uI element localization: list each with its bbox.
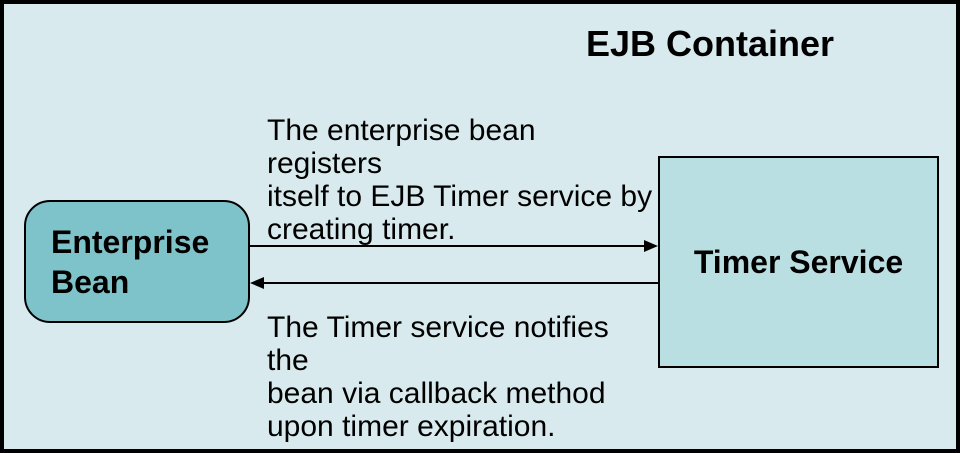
notify-note-line: bean via callback method xyxy=(267,377,606,410)
notify-note: The Timer service notifies the bean via … xyxy=(267,311,657,443)
notify-note-line: upon timer expiration. xyxy=(267,410,556,443)
diagram-title: EJB Container xyxy=(586,23,835,64)
notify-note-line: The Timer service notifies the xyxy=(267,311,609,377)
notify-arrow-head-icon xyxy=(250,277,264,289)
register-arrow-head-icon xyxy=(644,240,658,252)
register-note-line: itself to EJB Timer service by xyxy=(267,180,653,213)
notify-arrow-line xyxy=(262,282,658,284)
register-arrow-line xyxy=(250,245,647,247)
register-note: The enterprise bean registers itself to … xyxy=(267,114,657,246)
timer-service-node: Timer Service xyxy=(658,156,939,368)
enterprise-bean-label: Enterprise Bean xyxy=(51,223,210,300)
enterprise-bean-node: Enterprise Bean xyxy=(24,200,250,323)
register-note-line: creating timer. xyxy=(267,213,456,246)
timer-service-label: Timer Service xyxy=(693,244,904,280)
register-note-line: The enterprise bean registers xyxy=(267,114,536,180)
